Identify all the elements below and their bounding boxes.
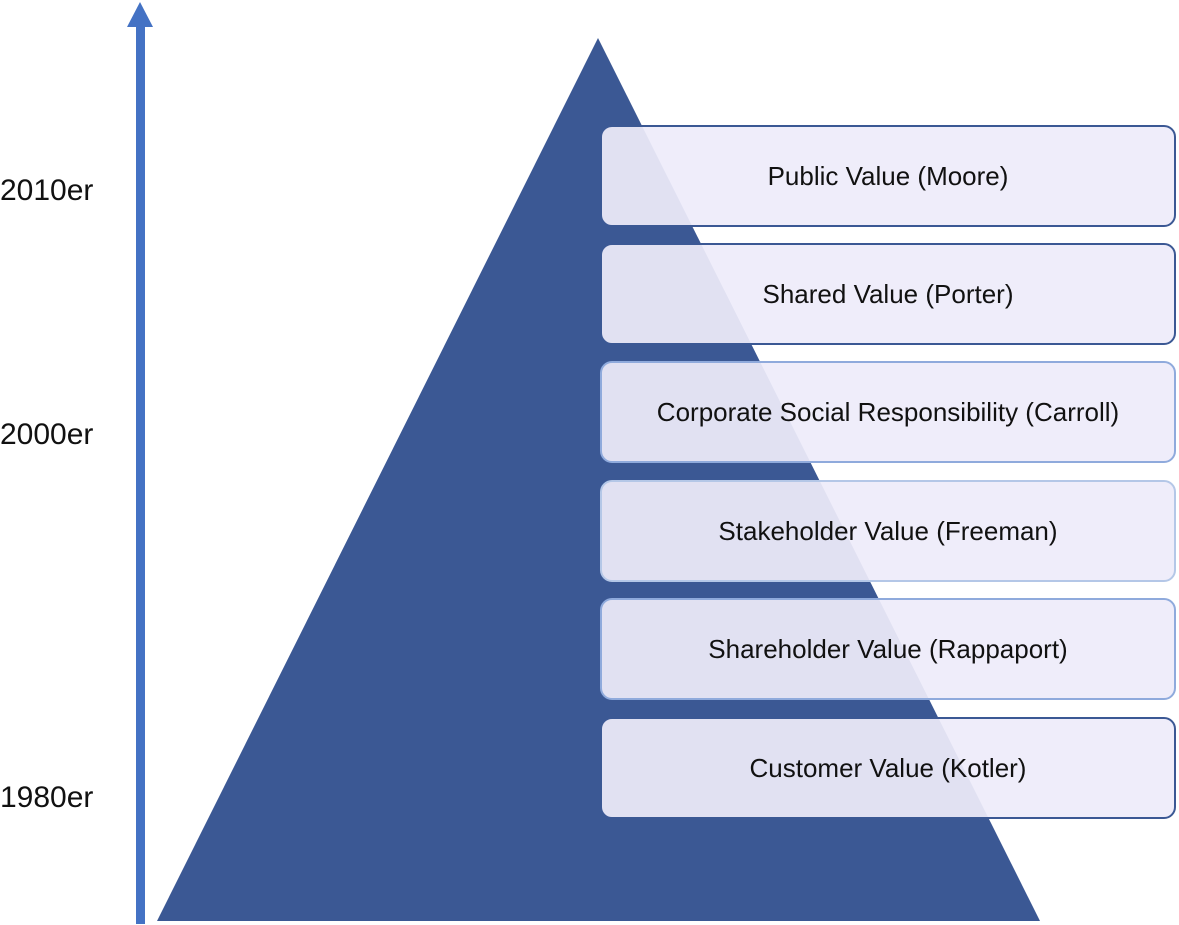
pyramid-shape bbox=[157, 38, 1040, 921]
decade-label-1980er: 1980er bbox=[0, 781, 94, 814]
decade-label-2010er: 2010er bbox=[0, 174, 94, 207]
layer-corporate-social-responsibility: Corporate Social Responsibility (Carroll… bbox=[600, 361, 1176, 463]
layer-public-value: Public Value (Moore) bbox=[600, 125, 1176, 227]
layer-stakeholder-value: Stakeholder Value (Freeman) bbox=[600, 480, 1176, 582]
time-axis-line bbox=[136, 24, 145, 924]
layer-customer-value: Customer Value (Kotler) bbox=[600, 717, 1176, 819]
time-axis-arrowhead-icon bbox=[127, 2, 153, 27]
layer-shared-value: Shared Value (Porter) bbox=[600, 243, 1176, 345]
decade-label-2000er: 2000er bbox=[0, 418, 94, 451]
layer-shareholder-value: Shareholder Value (Rappaport) bbox=[600, 598, 1176, 700]
